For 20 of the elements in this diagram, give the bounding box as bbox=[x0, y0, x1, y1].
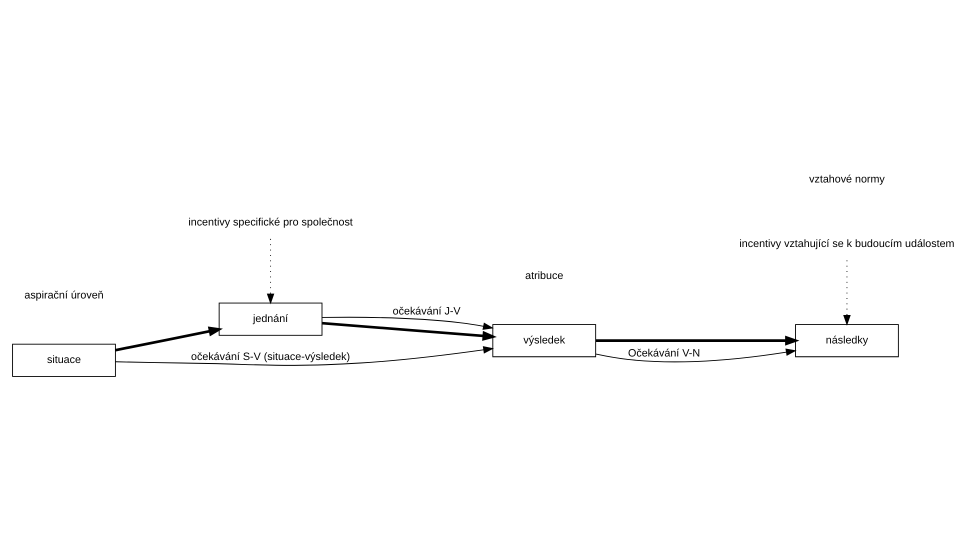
arrow bbox=[115, 326, 223, 351]
arrow bbox=[843, 259, 851, 326]
edge-label: očekávání S-V (situace-výsledek) bbox=[191, 350, 350, 362]
label: atribuce bbox=[525, 270, 564, 282]
arrow bbox=[115, 346, 494, 366]
node-box: situace bbox=[12, 343, 116, 376]
edge-label: očekávání J-V bbox=[392, 304, 461, 317]
arrow bbox=[322, 321, 497, 340]
label: vztahové normy bbox=[809, 172, 885, 185]
node-text: incentivy vztahující se k budoucím událostem bbox=[739, 237, 954, 250]
node-box: výsledek bbox=[492, 324, 596, 357]
arrow bbox=[596, 348, 797, 362]
arrow bbox=[322, 316, 494, 330]
node-box: následky bbox=[795, 324, 899, 357]
node-box: jednání bbox=[218, 302, 322, 336]
arrow bbox=[266, 238, 274, 304]
arrow bbox=[596, 335, 800, 346]
edge-label: Očekávání V-N bbox=[628, 346, 700, 359]
node-text: incentivy specifické pro společnost bbox=[188, 216, 353, 228]
label: aspirační úroveň bbox=[24, 289, 104, 302]
